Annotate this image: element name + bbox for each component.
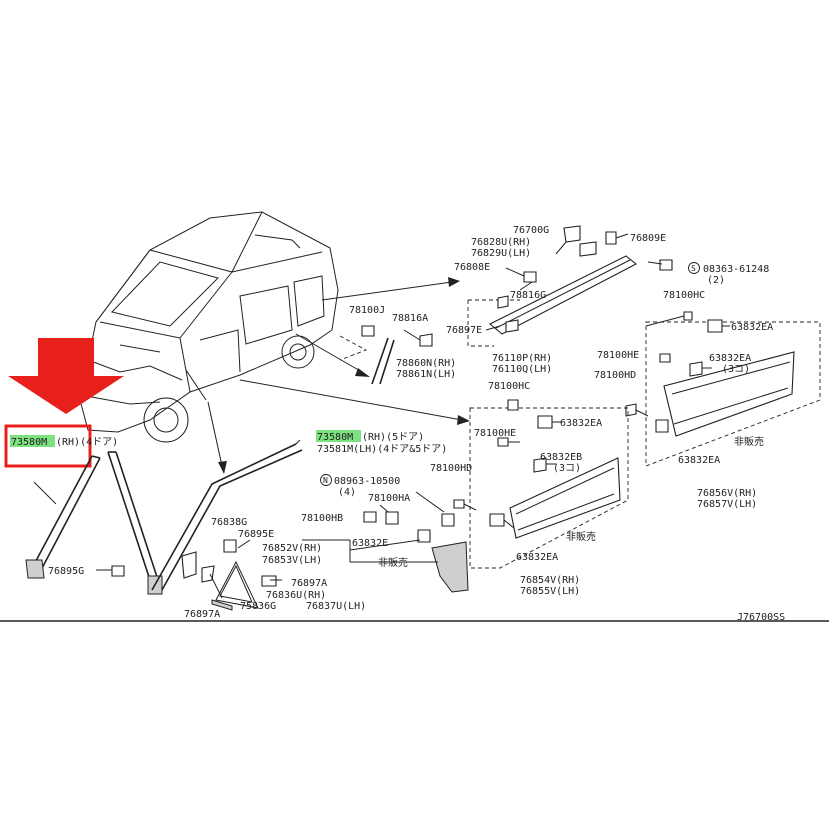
label-76897e: 76897E xyxy=(446,325,482,336)
molding-5door xyxy=(151,439,303,591)
label-63832ea-3: 63832EA xyxy=(678,455,720,466)
label-73580m-4door-suffix: (RH)(4ドア) xyxy=(56,437,118,448)
label-76855v: 76855V(LH) xyxy=(520,586,580,597)
label-s-symbol: S xyxy=(691,264,696,273)
label-63832ea-2: 63832EA xyxy=(709,353,751,364)
label-n-symbol: N xyxy=(323,476,328,485)
red-highlight-box xyxy=(4,424,92,468)
label-78816g: 78816G xyxy=(510,290,546,301)
label-76853v: 76853V(LH) xyxy=(262,555,322,566)
small-parts-bottom-left xyxy=(96,491,469,611)
label-63832e: 63832E xyxy=(352,538,388,549)
red-arrow-icon xyxy=(8,338,124,414)
label-63832ea-4: 63832EA xyxy=(560,418,602,429)
label-76808e: 76808E xyxy=(454,262,490,273)
diagram-code: J76700SS xyxy=(737,612,785,623)
highlight-73580m-5door xyxy=(316,430,361,442)
label-hanbai-3: 非販売 xyxy=(734,435,764,448)
label-78100hd-1: 78100HD xyxy=(594,370,636,381)
label-78100he-2: 78100HE xyxy=(474,428,516,439)
label-76110p: 76110P(RH) xyxy=(492,353,552,364)
label-76897a-1: 76897A xyxy=(291,578,327,589)
label-63832eb: 63832EB xyxy=(540,452,582,463)
label-08963: 08963-10500 xyxy=(334,476,400,487)
label-73581m: 73581M(LH)(4ドア&5ドア) xyxy=(317,444,447,455)
vehicle-illustration xyxy=(79,211,339,443)
s-symbol-icon xyxy=(688,262,700,274)
label-78100hc-2: 78100HC xyxy=(488,381,530,392)
label-76837u: 76837U(LH) xyxy=(306,601,366,612)
label-76809e: 76809E xyxy=(630,233,666,244)
label-3ko-1: (3コ) xyxy=(722,364,750,375)
label-hanbai-2: 非販売 xyxy=(566,530,596,543)
n-symbol-icon xyxy=(320,474,332,486)
label-3ko-2: (3コ) xyxy=(553,463,581,474)
label-73580m-5door-part: 73580M xyxy=(317,432,353,443)
label-63832ea-1: 63832EA xyxy=(731,322,773,333)
upper-garnish-assembly xyxy=(467,225,673,347)
label-78861n: 78861N(LH) xyxy=(396,369,456,380)
label-08363-qty: (2) xyxy=(707,275,725,286)
label-76829u: 76829U(LH) xyxy=(471,248,531,259)
label-76897a-2: 76897A xyxy=(184,609,220,620)
label-hanbai-1: 非販売 xyxy=(378,556,408,569)
molding-4door xyxy=(25,451,163,595)
label-73580m-5door-suffix: (RH)(5ドア) xyxy=(362,432,424,443)
center-strip xyxy=(339,325,433,385)
label-76857v: 76857V(LH) xyxy=(697,499,757,510)
label-76836u: 76836U(RH) xyxy=(266,590,326,601)
label-78100hc-1: 78100HC xyxy=(663,290,705,301)
label-78100ha: 78100HA xyxy=(368,493,410,504)
label-78100j: 78100J xyxy=(349,305,385,316)
label-63832ea-5: 63832EA xyxy=(516,552,558,563)
label-76700g: 76700G xyxy=(513,225,549,236)
rear-panel-assembly xyxy=(625,311,821,467)
label-76852v: 76852V(RH) xyxy=(262,543,322,554)
label-76110q: 76110Q(LH) xyxy=(492,364,552,375)
label-78100hd-2: 78100HD xyxy=(430,463,472,474)
label-76828u: 76828U(RH) xyxy=(471,237,531,248)
label-78816a: 78816A xyxy=(392,313,428,324)
label-76895g: 76895G xyxy=(48,566,84,577)
label-75836g: 75836G xyxy=(240,601,276,612)
highlight-73580m-4door xyxy=(10,435,55,447)
lower-panel-assembly xyxy=(453,399,629,569)
label-76856v: 76856V(RH) xyxy=(697,488,757,499)
label-76838g: 76838G xyxy=(211,517,247,528)
callout-labels: 73580M (RH)(4ドア) 73580M (RH)(5ドア) 73581M… xyxy=(11,225,785,623)
label-78860n: 78860N(RH) xyxy=(396,358,456,369)
label-76854v: 76854V(RH) xyxy=(520,575,580,586)
label-78100hb: 78100HB xyxy=(301,513,343,524)
label-78100he-1: 78100HE xyxy=(597,350,639,361)
label-73580m-4door-part: 73580M xyxy=(11,437,47,448)
label-08963-qty: (4) xyxy=(338,487,356,498)
label-76895e: 76895E xyxy=(238,529,274,540)
highlight-marker xyxy=(4,338,124,468)
label-08363: 08363-61248 xyxy=(703,264,769,275)
vehicle-pointer-arrows xyxy=(185,277,470,474)
